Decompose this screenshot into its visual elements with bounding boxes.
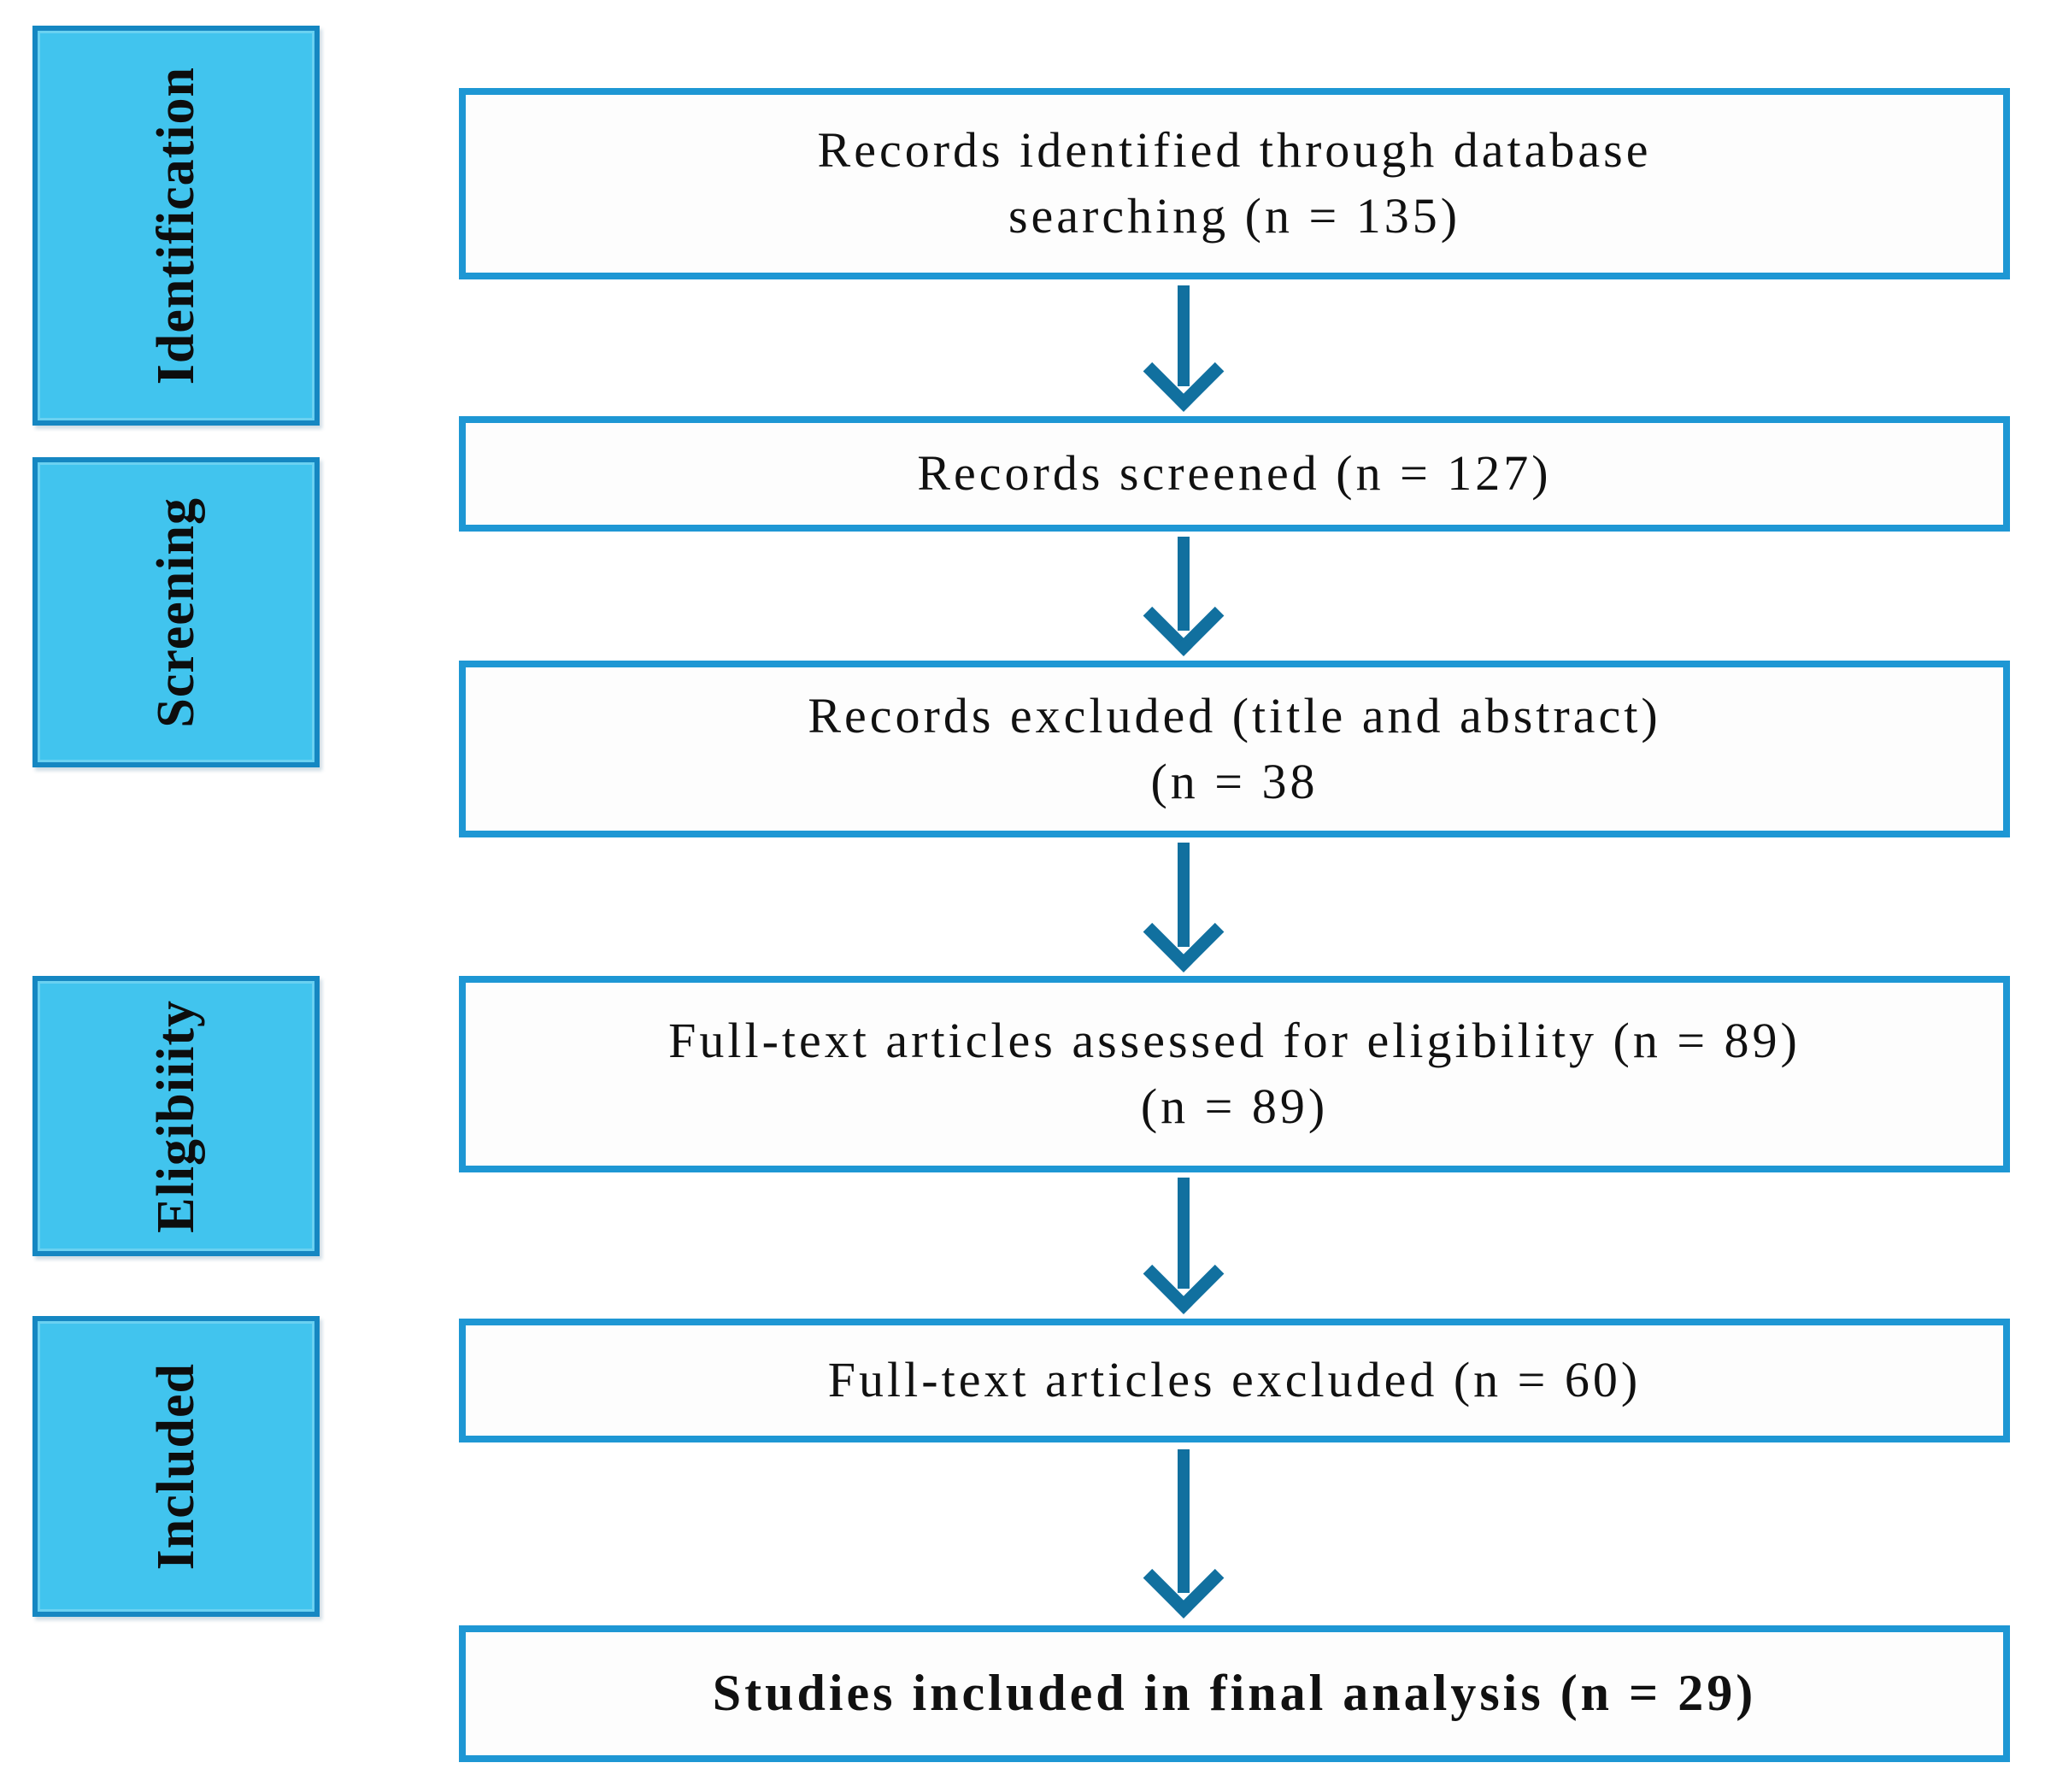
box-text-line: Full-text articles excluded (n = 60) [827,1352,1642,1408]
box-records-excluded: Records excluded (title and abstract) (n… [459,661,2010,837]
box-text-line: Records identified through database [817,122,1652,179]
stage-box-included: Included [32,1316,320,1617]
box-text-line: Full-text articles assessed for eligibil… [668,1013,1801,1069]
stage-box-eligibility: Eligibiiity [32,976,320,1256]
down-arrow-icon [1128,1449,1239,1617]
box-text-line: Records excluded (title and abstract) [808,687,1661,743]
box-fulltext-excluded: Full-text articles excluded (n = 60) [459,1319,2010,1442]
stage-box-identification: Identification [32,26,320,426]
stage-label: Screening [146,496,205,728]
box-records-screened: Records screened (n = 127) [459,416,2010,532]
box-text-line: Studies included in final analysis (n = … [712,1665,1757,1722]
stage-box-screening: Screening [32,457,320,767]
down-arrow-icon [1128,285,1239,410]
stage-label: Eligibiiity [146,999,205,1233]
down-arrow-icon [1128,1178,1239,1313]
box-records-identified: Records identified through database sear… [459,88,2010,279]
box-fulltext-assessed: Full-text articles assessed for eligibil… [459,976,2010,1172]
down-arrow-icon [1128,843,1239,971]
box-studies-included: Studies included in final analysis (n = … [459,1625,2010,1762]
box-text-line: (n = 38 [1150,753,1319,809]
box-text-line: Records screened (n = 127) [917,445,1552,502]
stage-label: Included [146,1362,205,1571]
box-text-line: (n = 89) [1140,1078,1329,1134]
box-text-line: searching (n = 135) [1008,188,1461,244]
stage-label: Identification [146,66,205,385]
down-arrow-icon [1128,537,1239,655]
